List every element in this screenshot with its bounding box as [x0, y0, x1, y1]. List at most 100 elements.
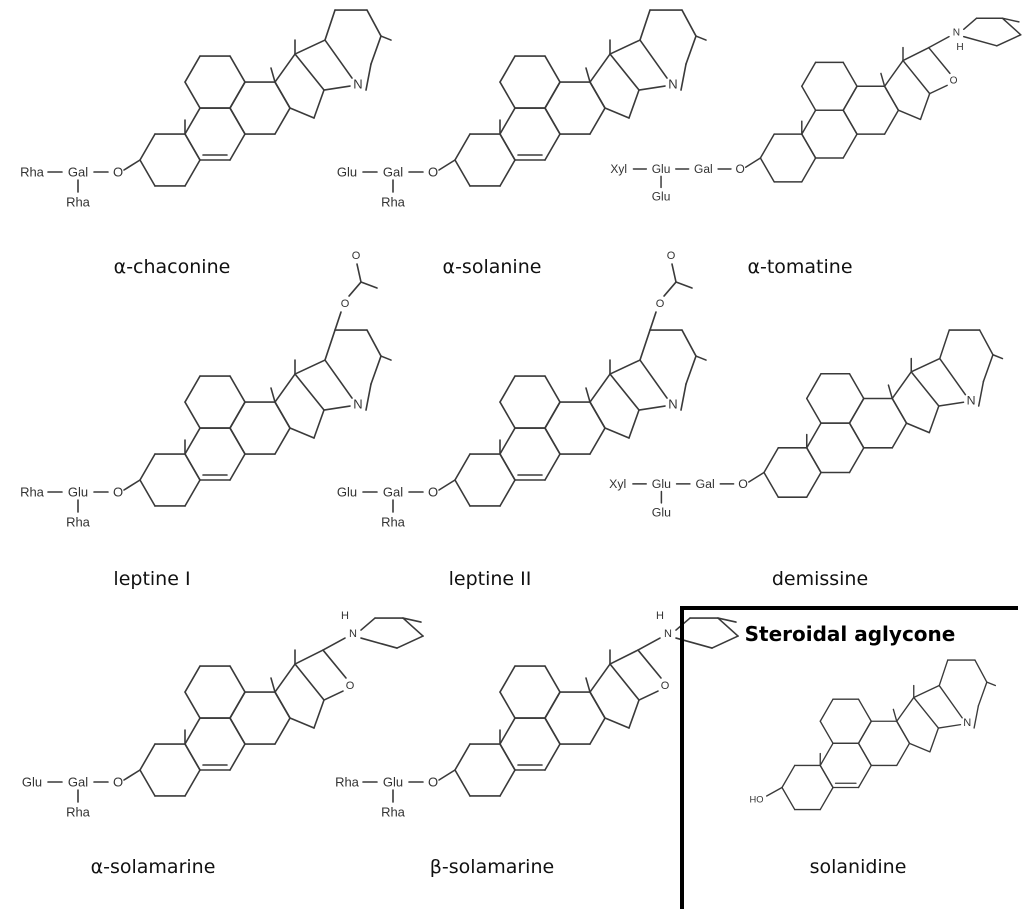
bond: [938, 357, 967, 396]
sugar-core: Gal: [68, 775, 88, 790]
bond: [604, 107, 630, 119]
bond: [637, 637, 661, 651]
bond: [274, 691, 291, 719]
bond: [499, 133, 516, 161]
bond: [880, 72, 886, 88]
bond: [499, 81, 516, 109]
bond: [544, 81, 561, 109]
bond: [348, 281, 362, 297]
bond: [274, 401, 291, 429]
nitrogen-atom: N: [349, 628, 357, 640]
bond: [294, 649, 324, 665]
nitrogen-atom: N: [353, 397, 362, 412]
compound-name: α-solanine: [442, 256, 542, 278]
bond: [544, 133, 561, 161]
bond: [628, 409, 640, 439]
bond: [499, 427, 516, 455]
bond: [974, 659, 988, 683]
bond: [322, 637, 346, 651]
bond: [402, 617, 422, 623]
carbonyl-oxygen: O: [667, 250, 676, 262]
bond: [649, 311, 657, 331]
glycosidic-oxygen: O: [428, 485, 438, 500]
bond: [270, 387, 276, 403]
compound-name: α-solamarine: [90, 856, 216, 878]
bond: [902, 59, 931, 95]
bond: [928, 46, 951, 75]
bond: [499, 769, 516, 797]
bond: [274, 427, 291, 455]
bond: [589, 717, 606, 745]
bond: [609, 663, 640, 701]
bond: [499, 691, 516, 719]
bond: [229, 55, 246, 83]
bond: [454, 743, 471, 771]
bond: [270, 677, 276, 693]
glycosidic-oxygen: O: [738, 477, 748, 491]
bond: [805, 447, 822, 474]
bond: [680, 63, 687, 91]
bond: [628, 89, 640, 119]
sugar-outer: Rha: [20, 485, 45, 500]
bond: [695, 355, 707, 361]
bond: [763, 471, 780, 498]
bond: [842, 85, 858, 111]
bond: [544, 401, 561, 429]
acetoxy-oxygen: O: [341, 298, 350, 310]
bond: [294, 39, 326, 55]
bond: [184, 427, 201, 455]
bond: [396, 635, 424, 649]
bond: [883, 85, 900, 111]
sugar-branch: Rha: [381, 195, 406, 210]
bond: [805, 373, 822, 400]
bond: [270, 67, 276, 83]
bond: [759, 133, 775, 159]
bond: [639, 39, 668, 79]
bond: [229, 453, 246, 481]
bond: [324, 359, 353, 399]
bond: [229, 665, 246, 693]
bond: [454, 769, 471, 797]
bond: [360, 281, 378, 289]
sugar-outer: Rha: [335, 775, 360, 790]
bond: [962, 35, 998, 47]
carbonyl-oxygen: O: [352, 250, 361, 262]
bond: [589, 691, 606, 719]
bond: [585, 677, 591, 693]
bond: [671, 263, 677, 283]
bond: [322, 649, 347, 679]
bond: [938, 401, 965, 407]
bond: [681, 329, 697, 357]
bond: [324, 9, 336, 41]
hydrogen-atom: H: [956, 42, 963, 53]
bond: [637, 649, 662, 679]
bond: [229, 401, 246, 429]
bond: [905, 422, 931, 434]
bond: [910, 357, 941, 373]
sugar-branch: Rha: [381, 515, 406, 530]
bond: [184, 717, 201, 745]
bond: [978, 329, 994, 356]
bond: [589, 373, 611, 403]
bond: [544, 691, 561, 719]
bond: [438, 769, 456, 781]
glycosidic-oxygen: O: [428, 165, 438, 180]
bond: [717, 617, 739, 637]
bond: [585, 67, 591, 83]
bond: [294, 373, 325, 411]
bond: [663, 281, 677, 297]
hydroxyl-group: HO: [749, 794, 763, 804]
bond: [123, 769, 141, 781]
bond: [675, 281, 693, 289]
bond: [356, 263, 362, 283]
bond: [499, 479, 516, 507]
bond: [294, 663, 325, 701]
bond: [638, 690, 659, 701]
bond: [639, 9, 651, 41]
bond: [544, 717, 561, 745]
bond: [766, 786, 783, 797]
bond: [819, 698, 834, 722]
bond: [365, 63, 372, 91]
